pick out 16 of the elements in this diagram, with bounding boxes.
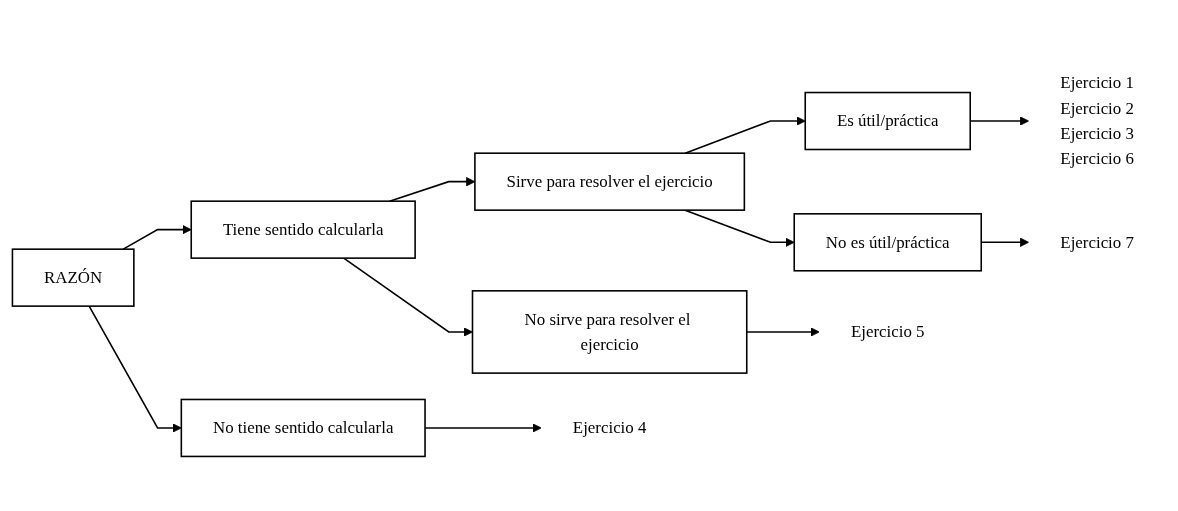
- node-box: No es útil/práctica: [793, 213, 982, 272]
- arrow: [88, 305, 182, 433]
- arrow: [684, 209, 795, 247]
- node-box: Sirve para resolver el ejercicio: [474, 152, 746, 211]
- arrow: [342, 257, 473, 337]
- node-text: Ejercicio 7: [1060, 232, 1134, 251]
- arrow: [122, 225, 192, 250]
- node-text: Ejercicio 5: [850, 322, 925, 341]
- arrow: [684, 116, 806, 154]
- node-text: Ejercicio 1 Ejercicio 2 Ejercicio 3 Ejercicio 6: [1060, 73, 1134, 168]
- node-box: No tiene sentido calcularla: [180, 398, 426, 458]
- node-box: No sirve para resolver el ejercicio: [471, 290, 748, 374]
- node-box: Es útil/práctica: [804, 91, 971, 151]
- node-box: RAZÓN: [11, 248, 135, 307]
- node-box: Tiene sentido calcularla: [190, 200, 416, 259]
- node-text: Ejercicio 4: [572, 418, 647, 437]
